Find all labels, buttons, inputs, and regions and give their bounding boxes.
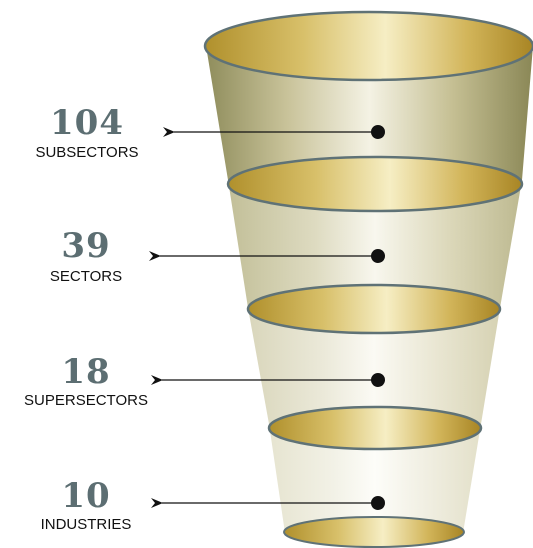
funnel-rim-2 — [226, 155, 524, 213]
funnel-wall-industries — [269, 424, 481, 546]
supersectors-count: 18 — [61, 352, 110, 392]
funnel-rim-4 — [267, 405, 483, 451]
funnel-wall-sectors — [228, 180, 522, 308]
arrow-supersectors — [151, 373, 385, 387]
supersectors-label: SUPERSECTORS — [24, 392, 148, 409]
funnel-wall-subsectors — [206, 46, 533, 180]
funnel-rim-bottom — [283, 516, 465, 548]
subsectors-label: SUBSECTORS — [35, 144, 138, 161]
sectors-count: 39 — [61, 226, 110, 266]
industries-label: INDUSTRIES — [41, 516, 132, 533]
funnel-rim-3 — [246, 283, 502, 335]
arrow-sectors — [149, 249, 385, 263]
funnel-wall-supersectors — [248, 308, 500, 424]
arrow-industries — [151, 496, 385, 510]
industries-count: 10 — [61, 476, 110, 516]
sectors-label: SECTORS — [50, 268, 122, 285]
arrow-subsectors — [163, 125, 385, 139]
subsectors-count: 104 — [50, 103, 124, 143]
funnel-rim-top — [203, 10, 533, 82]
